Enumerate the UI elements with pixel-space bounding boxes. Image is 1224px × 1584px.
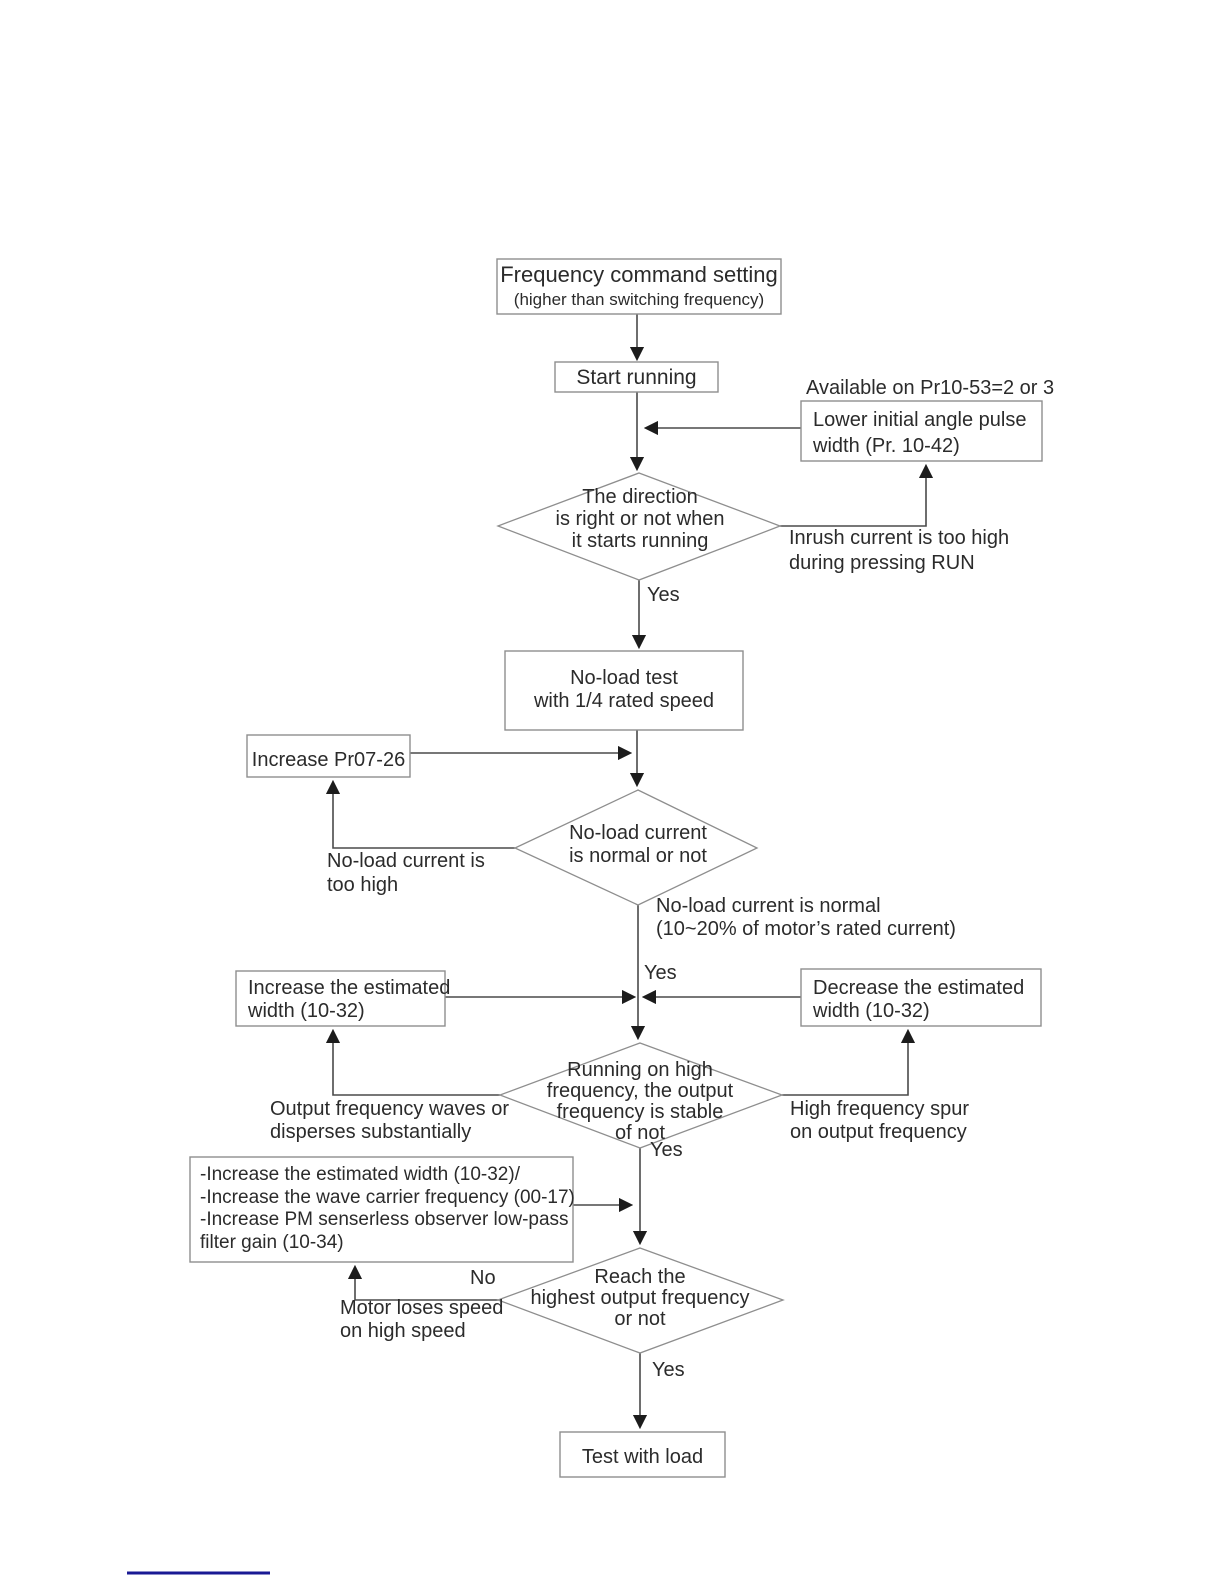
- connector-direction-to-lowerpulse: [780, 463, 934, 527]
- direction-decision-label: The direction is right or not when it st…: [555, 486, 725, 552]
- increase-estimated-label: Increase the estimated width (10-32): [248, 977, 451, 1022]
- no-load-too-high-note: No-load current is too high: [327, 850, 485, 896]
- no-load-normal-note: No-load current is normal (10~20% of mot…: [656, 895, 956, 940]
- connector-stability-to-incest: [325, 1028, 500, 1096]
- increase-pr07-26-label: Increase Pr07-26: [251, 749, 406, 771]
- node-decrease-estimated-box: [800, 968, 1042, 1027]
- stability-decision-label: Running on high frequency, the output fr…: [546, 1059, 734, 1144]
- high-freq-spur-note: High frequency spur on output frequency: [790, 1098, 969, 1143]
- test-with-load-label: Test with load: [581, 1446, 704, 1468]
- node-reach-highest-decision-diamond: [496, 1247, 785, 1354]
- node-remedy-box: [189, 1156, 574, 1263]
- connector-reach-no-to-remedy: [347, 1264, 498, 1301]
- reach-yes-label: Yes: [652, 1359, 685, 1381]
- node-increase-pr07-26-box: [246, 734, 411, 778]
- no-load-current-yes-label: Yes: [644, 962, 677, 984]
- node-stability-decision-diamond: [498, 1042, 784, 1149]
- node-lower-initial-angle-box: [800, 400, 1043, 462]
- decrease-estimated-label: Decrease the estimated width (10-32): [813, 977, 1025, 1022]
- lower-initial-angle-label: Lower initial angle pulse width (Pr. 10-…: [813, 409, 1027, 457]
- node-direction-decision-diamond: [496, 472, 782, 581]
- node-no-load-current-decision-diamond: [513, 789, 759, 906]
- no-load-current-decision-label: No-load current is normal or not: [569, 822, 707, 867]
- remedy-box-label: -Increase the estimated width (10-32)/ -…: [200, 1164, 575, 1253]
- inrush-note: Inrush current is too high during pressi…: [789, 527, 1010, 574]
- connector-noloadcurrent-to-incpr0726: [325, 779, 515, 849]
- reach-highest-decision-label: Reach the highest output frequency or no…: [530, 1266, 750, 1330]
- connector-stability-to-decest: [782, 1028, 916, 1096]
- reach-no-label: No: [470, 1267, 496, 1289]
- output-waves-note: Output frequency waves or disperses subs…: [270, 1098, 510, 1143]
- frequency-command-title: Frequency command setting: [500, 262, 778, 287]
- node-frequency-command-box: [496, 258, 782, 315]
- motor-loses-note: Motor loses speed on high speed: [340, 1297, 504, 1342]
- direction-yes-label: Yes: [647, 584, 680, 606]
- node-start-running-box: [554, 361, 719, 393]
- start-running-label: Start running: [576, 366, 697, 389]
- frequency-command-subtitle: (higher than switching frequency): [513, 290, 765, 309]
- node-test-with-load-box: [559, 1431, 726, 1478]
- pr10-53-note: Available on Pr10-53=2 or 3: [806, 377, 1055, 399]
- node-increase-estimated-box: [235, 970, 446, 1027]
- no-load-test-label: No-load test with 1/4 rated speed: [533, 667, 715, 712]
- node-no-load-test-box: [504, 650, 744, 731]
- stability-yes-label: Yes: [650, 1139, 683, 1161]
